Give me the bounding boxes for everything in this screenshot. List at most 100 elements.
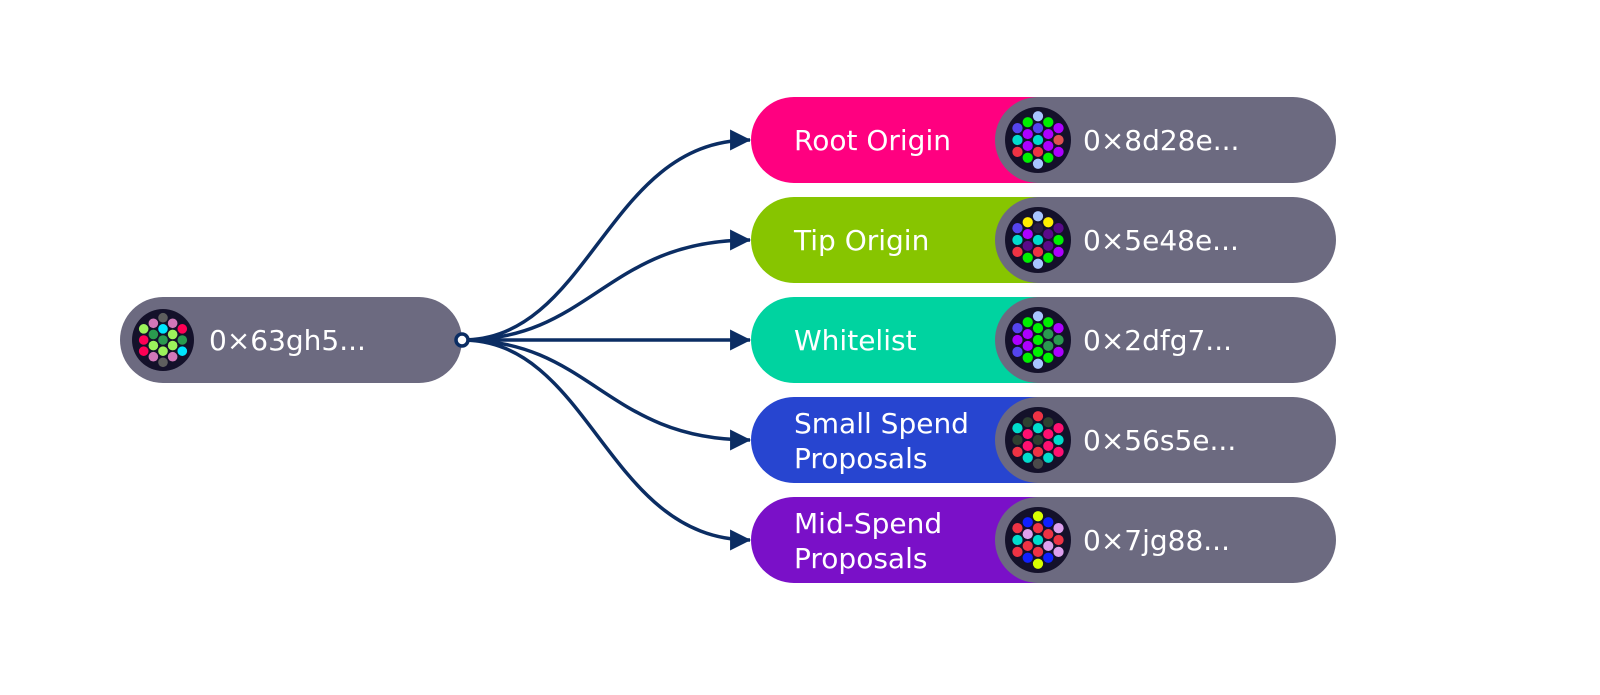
identicon-dot <box>1043 352 1054 363</box>
identicon-dot <box>1043 228 1054 240</box>
identicon-dot <box>1032 358 1044 369</box>
identicon-dot <box>1053 546 1064 557</box>
identicon-dot <box>1032 234 1044 246</box>
identicon-dot <box>1053 423 1064 434</box>
identicon-dot <box>1012 223 1023 234</box>
identicon-dot <box>1043 217 1054 228</box>
identicon-dot <box>1022 152 1033 163</box>
account-pill <box>995 197 1336 283</box>
edges <box>461 129 752 551</box>
identicon-dot <box>1032 323 1044 334</box>
identicon-dot <box>1043 440 1054 452</box>
identicon-dot <box>148 318 159 329</box>
identicon-dot <box>1032 346 1044 357</box>
identicon-dot <box>1022 540 1033 552</box>
identicon-dot <box>1022 117 1033 128</box>
identicon-dot <box>1022 128 1033 140</box>
identicon-dot <box>1012 523 1023 534</box>
identicon-dot <box>1032 223 1044 234</box>
connector-port[interactable] <box>454 332 470 348</box>
origin-label-line: Root Origin <box>794 124 951 157</box>
account-pill <box>995 497 1336 583</box>
account-identicon-icon <box>1005 307 1071 373</box>
identicon-dot <box>1032 123 1044 134</box>
source-identicon-icon <box>132 309 194 371</box>
identicon-dot <box>1012 346 1023 357</box>
identicon-dot <box>1053 246 1064 257</box>
account-identicon-icon <box>1005 207 1071 273</box>
identicon-dot <box>1043 340 1054 352</box>
edge-arrow <box>461 338 752 451</box>
identicon-dot <box>1032 558 1044 569</box>
identicon-dot <box>1032 334 1044 346</box>
identicon-dot <box>1012 546 1023 557</box>
identicon-dot <box>1053 234 1064 246</box>
account-address: 0×5e48e... <box>1083 224 1239 257</box>
identicon-dot <box>158 335 168 345</box>
origin-pill <box>751 97 1081 183</box>
identicon-dot <box>1032 423 1044 434</box>
source-account-node[interactable]: 0×63gh5... <box>120 297 470 383</box>
identicon-dot <box>1032 534 1044 546</box>
identicon-dot <box>1022 428 1033 440</box>
identicon-dot <box>177 335 188 345</box>
identicon-dot <box>1012 446 1023 457</box>
identicon-dot <box>1043 317 1054 328</box>
identicon-dot <box>1032 411 1044 422</box>
identicon-dot <box>1012 334 1023 346</box>
identicon-dot <box>1012 234 1023 246</box>
account-address: 0×7jg88... <box>1083 524 1230 557</box>
origin-pill <box>751 397 1081 483</box>
identicon-dot <box>1032 523 1044 534</box>
identicon-dot <box>1043 417 1054 428</box>
identicon-dot <box>1053 434 1064 446</box>
target-node[interactable]: Tip Origin 0×5e48e... <box>751 197 1336 283</box>
origin-label-line: Tip Origin <box>793 224 929 257</box>
identicon-dot <box>1053 146 1064 157</box>
identicon-dot <box>1012 123 1023 134</box>
identicon-dot <box>1043 240 1054 252</box>
identicon-dot <box>1032 111 1044 122</box>
identicon-dot <box>1043 140 1054 152</box>
identicon-dot <box>1032 311 1044 322</box>
identicon-dot <box>1043 452 1054 463</box>
identicon-dot <box>1043 552 1054 563</box>
account-pill <box>995 297 1336 383</box>
identicon-dot <box>1022 252 1033 263</box>
identicon-dot <box>1012 534 1023 546</box>
origin-label-line: Small Spend <box>794 407 969 440</box>
identicon-dot <box>158 324 168 334</box>
identicon-dot <box>167 318 178 329</box>
identicon-dot <box>1053 123 1064 134</box>
identicon-dot <box>1012 323 1023 334</box>
identicon-dot <box>1022 317 1033 328</box>
account-pill <box>995 397 1336 483</box>
origin-pill <box>751 497 1081 583</box>
identicon-dot <box>1032 546 1044 557</box>
identicon-dot <box>1032 458 1044 469</box>
identicon-dot <box>1012 246 1023 257</box>
identicon-dot <box>1043 328 1054 340</box>
identicon-dot <box>167 329 178 340</box>
account-identicon-icon <box>1005 407 1071 473</box>
identicon-dot <box>1022 417 1033 428</box>
edge-arrow <box>461 229 752 342</box>
identicon-dot <box>1032 258 1044 269</box>
origin-label-line: Proposals <box>794 442 927 475</box>
identicon-dot <box>1053 446 1064 457</box>
identicon-dot <box>1012 423 1023 434</box>
identicon-dot <box>148 351 159 362</box>
identicon-dot <box>1053 134 1064 146</box>
identicon-dot <box>1022 517 1033 528</box>
identicon-dot <box>1032 446 1044 457</box>
account-address: 0×56s5e... <box>1083 424 1236 457</box>
identicon-dot <box>1043 152 1054 163</box>
